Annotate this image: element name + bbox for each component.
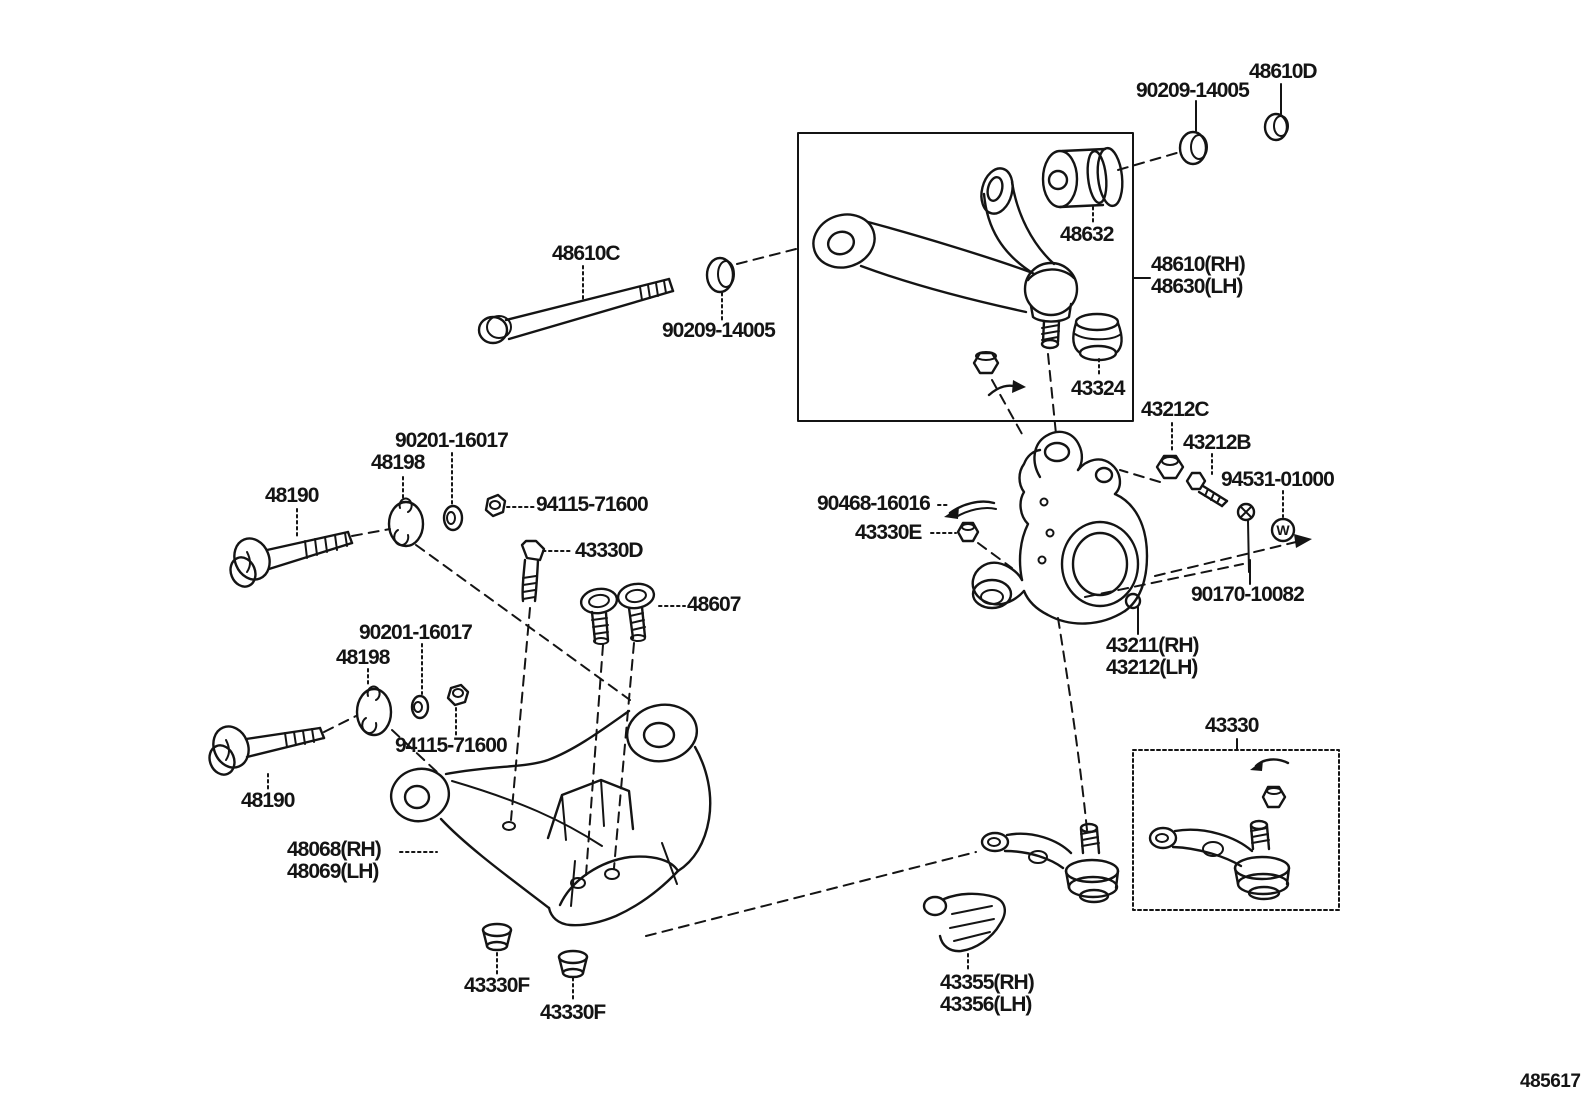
bolt-48610c — [477, 277, 675, 345]
upper-control-arm-drawing — [812, 167, 1079, 350]
upper-arm-bushing-48632 — [1041, 146, 1124, 209]
part-label-48198-b: 48198 — [336, 646, 390, 669]
plug-43330f-a — [481, 922, 513, 952]
nut-43330e — [956, 521, 980, 543]
bolt-43330d — [520, 539, 546, 603]
part-label-48610d: 48610D — [1249, 60, 1318, 83]
washer-90201-a — [442, 504, 464, 532]
part-label-48190-b: 48190 — [241, 789, 295, 812]
part-label-94531-01000: 94531-01000 — [1221, 468, 1335, 491]
part-label-43212b: 43212B — [1183, 431, 1252, 454]
figure-number: 485617 — [1520, 1071, 1581, 1092]
part-label-48068-48069: 48068(RH) 48069(LH) — [287, 838, 382, 883]
nut-48610d — [1263, 112, 1289, 142]
part-label-90209-14005-mid: 90209-14005 — [662, 319, 776, 342]
balljoint-stud-nut — [972, 351, 1026, 397]
steering-knuckle-drawing — [971, 430, 1149, 625]
dust-cover-43324 — [1072, 312, 1123, 362]
part-label-43330d: 43330D — [575, 539, 644, 562]
nut-43212c — [1155, 454, 1185, 480]
plug-43330f-b — [557, 949, 589, 979]
nut-90209-mid — [705, 256, 735, 294]
steering-knuckle-arm-43355 — [922, 892, 1006, 953]
lower-control-arm-drawing — [389, 703, 712, 927]
part-label-48607: 48607 — [687, 593, 741, 616]
part-label-90201-16017-b: 90201-16017 — [359, 621, 473, 644]
lower-balljoint-detail-box — [1132, 749, 1340, 911]
part-label-90209-14005-top: 90209-14005 — [1136, 79, 1250, 102]
clip-90468 — [944, 500, 997, 519]
washer-symbol: W — [1276, 522, 1290, 538]
bolt-43212b — [1185, 471, 1229, 508]
cam-bolt-48190-a — [229, 530, 354, 588]
part-label-43330e: 43330E — [855, 521, 922, 544]
cam-plate-48198-b — [355, 685, 393, 737]
part-label-43324: 43324 — [1071, 377, 1125, 400]
part-label-48198-a: 48198 — [371, 451, 425, 474]
cam-bolt-48190-b — [208, 725, 326, 776]
part-label-90468-16016: 90468-16016 — [817, 492, 931, 515]
nut-94115-b — [446, 683, 470, 707]
nut-94115-a — [484, 493, 507, 518]
part-label-43212c: 43212C — [1141, 398, 1210, 421]
part-label-48610-48630: 48610(RH) 48630(LH) — [1151, 253, 1246, 298]
part-label-90201-16017-a: 90201-16017 — [395, 429, 509, 452]
lower-balljoint-drawing — [980, 822, 1120, 904]
arm-stud-plate-48607 — [579, 582, 656, 645]
cam-plate-48198-a — [387, 497, 425, 548]
nut-90209-top — [1178, 130, 1208, 166]
washer-90201-b — [410, 694, 430, 720]
part-label-43211-43212: 43211(RH) 43212(LH) — [1106, 634, 1200, 679]
part-label-94115-71600-b: 94115-71600 — [395, 734, 508, 757]
part-label-90170-10082: 90170-10082 — [1191, 583, 1305, 606]
part-label-48610c: 48610C — [552, 242, 621, 265]
washer-symbol-circle — [1270, 517, 1296, 543]
part-label-48632: 48632 — [1060, 223, 1114, 246]
part-label-43330: 43330 — [1205, 714, 1259, 737]
part-label-94115-71600-a: 94115-71600 — [536, 493, 649, 516]
leader-lines-solid — [1132, 83, 1282, 750]
bolt-94531 — [1236, 502, 1256, 522]
part-label-43355-43356: 43355(RH) 43356(LH) — [940, 971, 1035, 1016]
part-label-48190-a: 48190 — [265, 484, 319, 507]
balljoint-kit-43330-drawing — [1148, 758, 1291, 901]
leader-lines-dotted — [267, 206, 1284, 1003]
part-label-43330f-a: 43330F — [464, 974, 530, 997]
part-label-43330f-b: 43330F — [540, 1001, 606, 1024]
direction-arrowhead — [1294, 534, 1312, 548]
